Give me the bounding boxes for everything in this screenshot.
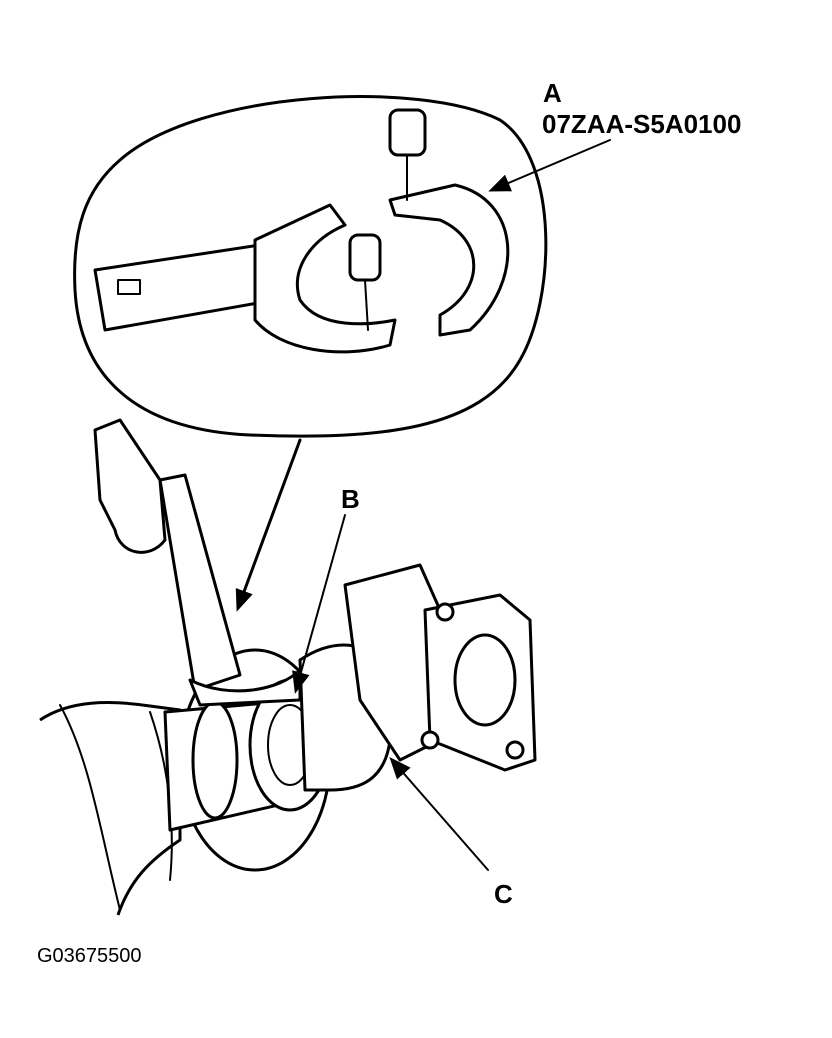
- tool-handle: [93, 243, 277, 332]
- label-a: A: [543, 78, 562, 108]
- tool-pin-lower: [348, 233, 382, 282]
- label-c: C: [494, 879, 513, 909]
- detail-arrow: [235, 438, 302, 612]
- tool-arc-right: [388, 183, 510, 337]
- detail-bubble: [73, 95, 548, 438]
- drive-shaft-assembly: [39, 563, 537, 916]
- wrench-handle: [158, 473, 242, 692]
- tool-pin-upper: [388, 108, 427, 157]
- leader-b: [292, 514, 346, 694]
- shaft-boot-left: [39, 701, 182, 916]
- hub-bore: [453, 633, 517, 727]
- figure-code: G03675500: [37, 945, 142, 967]
- leader-a: [488, 139, 611, 192]
- hand-with-wrench: [93, 418, 302, 707]
- leader-c: [389, 756, 489, 871]
- label-a-part-number: 07ZAA-S5A0100: [542, 109, 741, 139]
- tool-arc-left: [253, 203, 397, 354]
- hand: [93, 418, 167, 554]
- label-b: B: [341, 484, 360, 514]
